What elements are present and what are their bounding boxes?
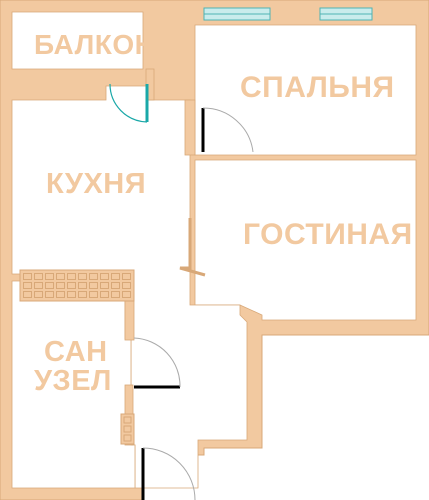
ventilation-tile <box>111 282 120 289</box>
utility-riser-frame <box>120 413 135 445</box>
utility-riser-tile <box>123 416 132 424</box>
ventilation-tile <box>78 273 87 280</box>
ventilation-tile <box>100 282 109 289</box>
ventilation-tile <box>67 273 76 280</box>
ventilation-tile <box>100 273 109 280</box>
ventilation-tile <box>78 291 87 298</box>
ventilation-tile <box>45 291 54 298</box>
kitchen-partition <box>179 218 206 277</box>
room-label-kitchen: КУХНЯ <box>46 168 147 200</box>
room-label-balcony: БАЛКОН <box>34 29 156 60</box>
ventilation-tile <box>23 291 32 298</box>
utility-riser-tile <box>123 425 132 433</box>
room-label-bedroom: СПАЛЬНЯ <box>240 71 395 104</box>
bathroom-door-swing <box>133 337 181 388</box>
room-label-bathroom-line1: САН <box>44 336 108 368</box>
ventilation-tile <box>34 273 43 280</box>
utility-riser <box>120 413 135 445</box>
ventilation-tile <box>23 273 32 280</box>
room-label-living-room: ГОСТИНАЯ <box>243 218 413 251</box>
ventilation-tile <box>34 282 43 289</box>
ventilation-tile <box>100 291 109 298</box>
ventilation-tile <box>89 291 98 298</box>
ventilation-tile <box>56 282 65 289</box>
ventilation-tile <box>122 273 131 280</box>
room-label-bathroom-line2: УЗЕЛ <box>34 365 112 397</box>
ventilation-tile <box>122 291 131 298</box>
ventilation-tile <box>111 291 120 298</box>
ventilation-shaft <box>19 269 135 302</box>
ventilation-tile <box>78 282 87 289</box>
ventilation-tile <box>89 273 98 280</box>
ventilation-shaft-frame <box>19 269 135 302</box>
ventilation-tile <box>89 282 98 289</box>
ventilation-tile <box>45 273 54 280</box>
ventilation-tile <box>67 282 76 289</box>
ventilation-tile <box>34 291 43 298</box>
bedroom-door-swing <box>202 107 254 153</box>
entrance-door-swing <box>142 447 196 500</box>
ventilation-tile <box>56 273 65 280</box>
bedroom-wall-stub <box>184 99 196 156</box>
ventilation-tile <box>56 291 65 298</box>
ventilation-tile <box>23 282 32 289</box>
bathroom-wall-stub <box>124 299 135 341</box>
ventilation-tile <box>67 291 76 298</box>
fixtures <box>19 7 373 500</box>
utility-riser-tile <box>123 434 132 442</box>
balcony-door-swing <box>109 83 148 123</box>
ventilation-tile <box>45 282 54 289</box>
balcony-floor <box>11 11 144 70</box>
ventilation-tile <box>122 282 131 289</box>
ventilation-tile <box>111 273 120 280</box>
